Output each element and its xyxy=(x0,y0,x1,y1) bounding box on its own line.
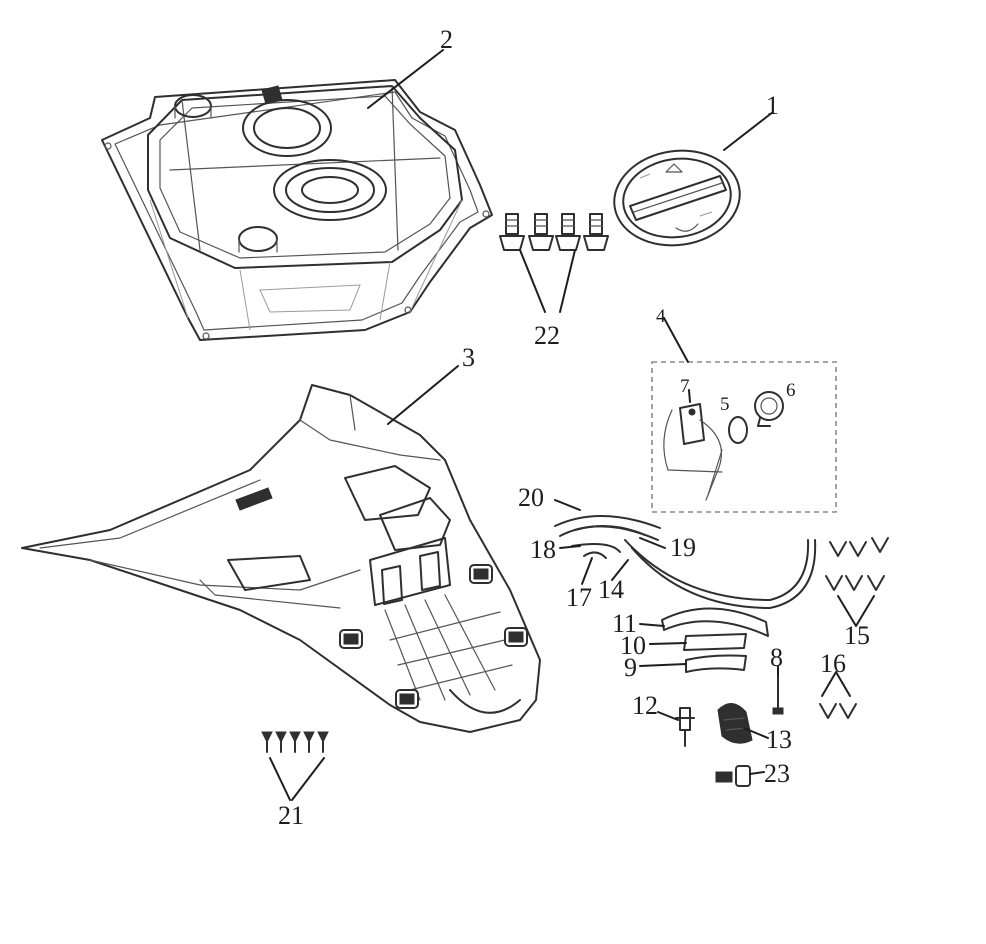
callout-6: 6 xyxy=(786,380,796,401)
callout-13: 13 xyxy=(766,725,792,754)
callout-12: 12 xyxy=(632,691,658,720)
callout-18: 18 xyxy=(530,535,556,564)
callout-2: 2 xyxy=(440,25,453,54)
callout-15: 15 xyxy=(844,621,870,650)
callout-5: 5 xyxy=(720,394,730,415)
screws-21-part xyxy=(261,731,329,753)
callout-labels: 1 2 3 4 5 6 7 8 9 10 11 12 13 14 15 16 1… xyxy=(278,25,870,830)
hoses-group xyxy=(554,515,817,673)
callout-7: 7 xyxy=(680,376,690,397)
rear-fender-part xyxy=(21,384,541,733)
bolts-22-part xyxy=(499,213,609,251)
callout-22: 22 xyxy=(534,321,560,350)
callout-10: 10 xyxy=(620,631,646,660)
callout-21: 21 xyxy=(278,801,304,830)
fuel-cap-part xyxy=(613,149,741,247)
clips-group xyxy=(819,537,889,719)
small-parts-group xyxy=(675,675,784,787)
callout-8: 8 xyxy=(770,643,783,672)
callout-3: 3 xyxy=(462,343,475,372)
fuel-gauge-kit-group xyxy=(651,361,837,513)
fuel-tank-part xyxy=(101,79,493,341)
callout-23: 23 xyxy=(764,759,790,788)
callout-17: 17 xyxy=(566,583,592,612)
callout-1: 1 xyxy=(766,91,779,120)
callout-11: 11 xyxy=(612,609,637,638)
callout-16: 16 xyxy=(820,649,846,678)
callout-4: 4 xyxy=(656,306,666,327)
callout-20: 20 xyxy=(518,483,544,512)
callout-19: 19 xyxy=(670,533,696,562)
callout-14: 14 xyxy=(598,575,624,604)
callout-9: 9 xyxy=(624,653,637,682)
leader-lines xyxy=(269,49,875,801)
